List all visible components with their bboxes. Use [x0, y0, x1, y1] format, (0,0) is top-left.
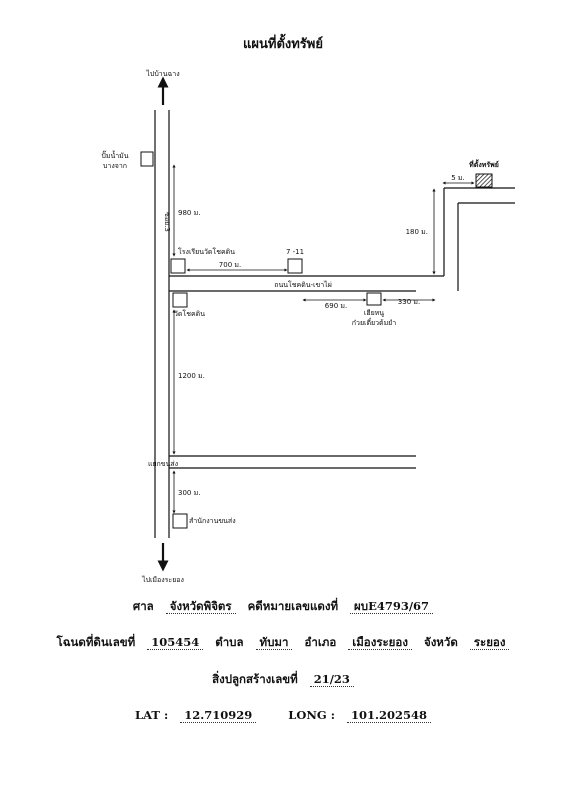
distance-300-label: 300 ม.	[178, 489, 200, 497]
district-value: เมืองระยอง	[348, 635, 412, 650]
gas-station-label-2: บางจาก	[103, 162, 127, 170]
deed-number: 105454	[147, 635, 204, 650]
building-number-line: สิ่งปลูกสร้างเลขที่ 21/23	[0, 671, 566, 689]
subdistrict-value: ทับมา	[255, 635, 293, 650]
temple-label: วัดโชคดิน	[174, 309, 205, 318]
building-number: 21/23	[309, 672, 354, 687]
gas-station-marker	[140, 151, 154, 167]
court-case-line: ศาล จังหวัดพิจิตร คดีหมายเลขแดงที่ ผบE47…	[0, 598, 566, 616]
long-value: 101.202548	[346, 708, 431, 723]
transport-office-marker	[172, 513, 188, 529]
seven-eleven-marker	[287, 258, 303, 274]
subdistrict-label: ตำบล	[215, 635, 244, 649]
noodle-shop-label-2: ก๋วยเตี๋ยวต้มยำ	[352, 318, 397, 327]
long-label: LONG :	[288, 708, 335, 722]
case-number: ผบE4793/67	[350, 599, 434, 614]
distance-1200-label: 1200 ม.	[178, 372, 205, 380]
distance-330-label: 330 ม.	[398, 298, 420, 306]
court-label: ศาล	[132, 599, 154, 613]
noodle-shop-marker	[366, 292, 382, 306]
north-direction-label: ไปบ้านฉาง	[145, 69, 179, 78]
school-label: โรงเรียนวัดโชคดิน	[178, 247, 235, 256]
court-value: จังหวัดพิจิตร	[165, 599, 236, 614]
side-road-name: ซอย.3	[163, 212, 171, 232]
distance-700-label: 700 ม.	[219, 261, 241, 269]
province-label: จังหวัด	[423, 635, 458, 649]
main-road-name: ถนนโชคดิน-เขาไผ่	[274, 280, 332, 289]
distance-690-label: 690 ม.	[325, 302, 347, 310]
noodle-shop-label-1: เฮียหนู	[364, 309, 384, 317]
coordinates-line: LAT : 12.710929 LONG : 101.202548	[0, 708, 566, 723]
gas-station-label-1: ปั๊มน้ำมัน	[101, 149, 128, 160]
lat-value: 12.710929	[180, 708, 257, 723]
south-direction-label: ไปเมืองระยอง	[141, 575, 184, 584]
property-marker	[475, 173, 493, 188]
transport-office-label: สำนักงานขนส่ง	[189, 517, 236, 525]
building-label: สิ่งปลูกสร้างเลขที่	[212, 672, 298, 686]
case-label: คดีหมายเลขแดงที่	[247, 599, 339, 613]
deed-location-line: โฉนดที่ดินเลขที่ 105454 ตำบล ทับมา อำเภอ…	[0, 634, 566, 652]
seven-eleven-label: 7 -11	[286, 248, 304, 256]
map-title: แผนที่ตั้งทรัพย์	[243, 33, 323, 52]
property-label: ที่ตั้งทรัพย์	[469, 158, 499, 169]
province-value: ระยอง	[469, 635, 510, 650]
distance-5-label: 5 ม.	[451, 174, 465, 182]
temple-marker	[172, 292, 188, 308]
district-label: อำเภอ	[304, 635, 337, 649]
deed-label: โฉนดที่ดินเลขที่	[56, 635, 136, 649]
distance-980-label: 980 ม.	[178, 209, 200, 217]
school-marker	[170, 258, 186, 274]
lat-label: LAT :	[135, 708, 169, 722]
intersection-label: แยกขนส่ง	[148, 460, 178, 468]
distance-180-label: 180 ม.	[406, 228, 428, 236]
